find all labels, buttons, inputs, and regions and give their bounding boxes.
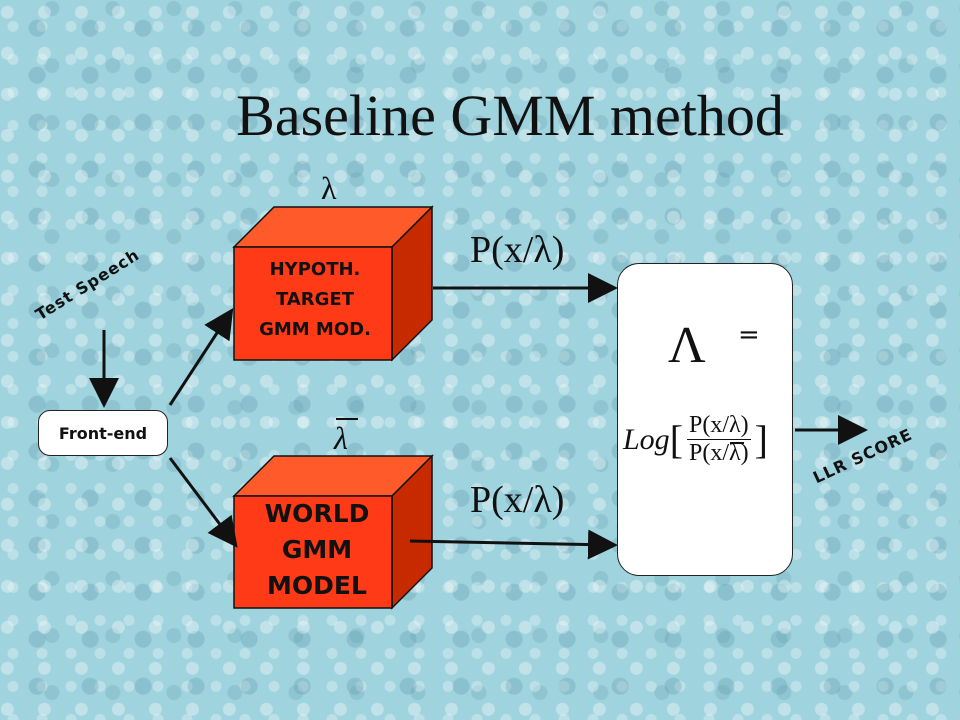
- right-bracket: ]: [754, 417, 768, 462]
- left-bracket: [: [669, 417, 684, 462]
- front-end-box: Front-end: [38, 410, 168, 456]
- p-world-formula: P(x/λ): [470, 479, 565, 521]
- arrow-frontend-to-world: [168, 457, 238, 548]
- p-target-formula: P(x/λ): [470, 229, 565, 271]
- den-suffix: ): [740, 440, 749, 466]
- big-lambda-symbol: Λ: [668, 317, 706, 374]
- world-line-3: MODEL: [267, 571, 367, 600]
- world-line-1: WORLD: [264, 499, 370, 528]
- hypoth-line-3: GMM MOD.: [259, 319, 371, 340]
- den-lambda-bar: λ: [729, 440, 744, 466]
- decision-box: [617, 263, 793, 576]
- hypoth-line-2: TARGET: [275, 289, 355, 310]
- arrow-frontend-to-hypoth: [168, 307, 234, 406]
- log-label: Log: [623, 422, 670, 456]
- world-box-label: WORLD GMM MODEL: [236, 496, 398, 604]
- ratio-numerator: P(x/λ): [687, 412, 751, 440]
- lambda-symbol: λ: [321, 170, 337, 206]
- equals-sign: =: [738, 320, 760, 350]
- world-line-2: GMM: [281, 535, 353, 564]
- hypoth-line-1: HYPOTH.: [269, 259, 361, 280]
- llr-formula: Log [ P(x/λ) P(x/λ) ]: [623, 412, 768, 467]
- hypoth-target-box: [232, 205, 434, 362]
- likelihood-ratio: P(x/λ) P(x/λ): [687, 412, 751, 467]
- den-prefix: P(x/: [689, 440, 730, 466]
- world-model-box: [232, 454, 434, 610]
- lambda-bar-symbol: λ: [334, 418, 358, 456]
- arrow-world-to-decision: [409, 529, 618, 560]
- ratio-denominator: P(x/λ): [689, 440, 749, 467]
- front-end-label: Front-end: [58, 423, 148, 443]
- page-title: Baseline GMM method: [236, 83, 784, 148]
- hypoth-box-label: HYPOTH. TARGET GMM MOD.: [236, 255, 394, 345]
